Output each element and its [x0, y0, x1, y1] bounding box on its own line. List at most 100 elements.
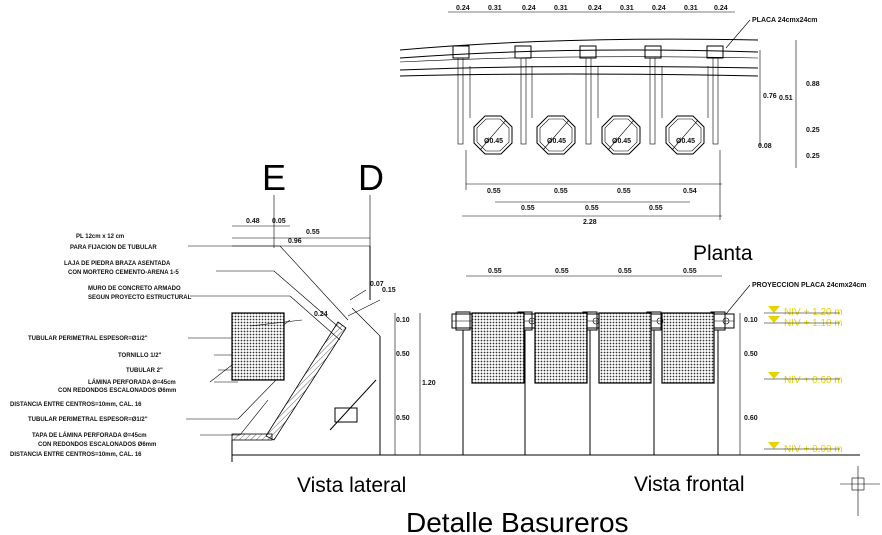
projection-label: PROYECCION PLACA 24cmx24cm [752, 282, 867, 289]
level-marker-icon [768, 442, 780, 449]
note-text: DISTANCIA ENTRE CENTROS=10mm, CAL. 16 [10, 402, 142, 408]
planta-top-dim: 0.24 [522, 5, 536, 12]
bin-front-4 [661, 312, 715, 384]
crosshair-icon [840, 466, 880, 516]
planta-bins: Ø0.45 Ø0.45 Ø0.45 Ø0.45 [473, 115, 705, 155]
frontal-top-dim: 0.55 [488, 268, 502, 275]
note-text: TUBULAR 2" [126, 368, 163, 374]
bin-diameter-label: Ø0.45 [612, 138, 631, 145]
lateral-top-dim: 0.55 [306, 229, 320, 236]
planta-bottom-dim: 0.55 [521, 205, 535, 212]
planta-view: 0.24 0.31 0.24 0.31 0.24 0.31 0.24 0.31 … [399, 5, 820, 265]
note-text: PARA FIJACION DE TUBULAR [70, 245, 157, 251]
level-marker-icon [768, 372, 780, 379]
level-label: NIV + 0.60 m [784, 375, 843, 386]
frontal-bins [471, 312, 730, 384]
section-d-label: D [358, 157, 384, 198]
lateral-height-dim: 1.20 [422, 380, 436, 387]
planta-title: Planta [693, 242, 753, 265]
vista-lateral-view: 0.48 0.05 0.55 0.96 PL 12cm x 12 cm PARA… [10, 218, 436, 462]
lateral-top-dim: 0.96 [288, 238, 302, 245]
lateral-height-dim: 0.10 [396, 317, 410, 324]
bin-top-3: Ø0.45 [601, 115, 641, 155]
frontal-top-dim: 0.55 [683, 268, 697, 275]
frontal-height-dim: 0.10 [744, 317, 758, 324]
bin-front-1 [471, 312, 525, 384]
vista-frontal-view: 0.55 0.55 0.55 0.55 PROYECCION PLACA 24c… [232, 268, 867, 456]
vista-lateral-title: Vista lateral [297, 474, 406, 497]
planta-top-dim: 0.31 [488, 5, 502, 12]
note-text: SEGUN PROYECTO ESTRUCTURAL [88, 295, 192, 301]
planta-top-dim: 0.31 [684, 5, 698, 12]
planta-total-dim: 2.28 [583, 219, 597, 226]
lateral-bin-mesh [231, 312, 285, 381]
lateral-top-dim: 0.48 [246, 218, 260, 225]
section-e-label: E [262, 157, 286, 198]
lateral-notes: PL 12cm x 12 cm PARA FIJACION DE TUBULAR… [10, 234, 192, 458]
slope-dim: 0.24 [314, 311, 328, 318]
note-text: CON REDONDOS ESCALONADOS Ø6mm [58, 388, 176, 394]
note-text: TUBULAR PERIMETRAL ESPESOR=Ø1/2" [28, 417, 148, 423]
frontal-top-dim: 0.55 [555, 268, 569, 275]
planta-top-dim: 0.24 [456, 5, 470, 12]
planta-bottom-dim: 0.55 [487, 188, 501, 195]
bin-diameter-label: Ø0.45 [676, 138, 695, 145]
bin-diameter-label: Ø0.45 [484, 138, 503, 145]
note-text: TAPA DE LÁMINA PERFORADA Ø=45cm [32, 432, 147, 439]
planta-plates [452, 45, 724, 59]
slope-dim: 0.15 [382, 287, 396, 294]
frontal-top-dim: 0.55 [618, 268, 632, 275]
note-text: PL 12cm x 12 cm [76, 234, 124, 240]
planta-right-dim: 0.51 [779, 95, 793, 102]
note-text: LÁMINA PERFORADA Ø=45cm [88, 379, 176, 386]
planta-top-dim: 0.31 [620, 5, 634, 12]
planta-top-dim: 0.31 [554, 5, 568, 12]
bin-top-1: Ø0.45 [473, 115, 513, 155]
planta-top-dims: 0.24 0.31 0.24 0.31 0.24 0.31 0.24 0.31 … [456, 5, 728, 12]
plate-label: PLACA 24cmx24cm [752, 17, 818, 24]
frontal-height-dim: 0.50 [744, 351, 758, 358]
level-markers: NIV + 1.20 m NIV + 1.10 m NIV + 0.60 m N… [764, 306, 843, 455]
bin-top-4: Ø0.45 [665, 115, 705, 155]
vista-frontal-title: Vista frontal [634, 473, 745, 496]
bin-front-2 [534, 312, 588, 384]
planta-small-dim: 0.08 [758, 143, 772, 150]
frontal-posts [462, 330, 719, 455]
planta-posts [457, 57, 719, 145]
planta-bottom-dim: 0.55 [617, 188, 631, 195]
bin-top-2: Ø0.45 [536, 115, 576, 155]
level-marker-icon [768, 306, 780, 313]
lateral-wall [329, 246, 381, 455]
main-title: Detalle Basureros [406, 507, 629, 535]
level-label: NIV + 0.00 m [784, 444, 843, 455]
slope-dim: 0.07 [370, 281, 384, 288]
bin-diameter-label: Ø0.45 [547, 138, 566, 145]
lateral-base [231, 433, 273, 441]
lateral-post [265, 321, 347, 441]
level-label: NIV + 1.20 m [784, 307, 843, 318]
planta-bottom-dim: 0.55 [649, 205, 663, 212]
planta-top-dim: 0.24 [588, 5, 602, 12]
lateral-top-dim: 0.05 [272, 218, 286, 225]
planta-bottom-dim: 0.55 [585, 205, 599, 212]
note-text: TUBULAR PERIMETRAL ESPESOR=Ø1/2" [28, 336, 148, 342]
note-text: CON MORTERO CEMENTO-ARENA 1-5 [68, 270, 179, 276]
planta-bottom-dim: 0.55 [554, 188, 568, 195]
level-marker-icon [768, 316, 780, 323]
level-label: NIV + 1.10 m [784, 318, 843, 329]
planta-bottom-dim: 0.54 [683, 188, 697, 195]
note-text: MURO DE CONCRETO ARMADO [88, 286, 181, 292]
planta-right-dim: 0.88 [806, 81, 820, 88]
planta-right-dim: 0.25 [806, 127, 820, 134]
note-text: CON REDONDOS ESCALONADOS Ø6mm [38, 442, 156, 448]
note-text: DISTANCIA ENTRE CENTROS=10mm, CAL. 16 [10, 452, 142, 458]
frontal-height-dim: 0.60 [744, 415, 758, 422]
planta-top-dim: 0.24 [714, 5, 728, 12]
note-text: LAJA DE PIEDRA BRAZA ASENTADA [64, 261, 171, 267]
bin-front-3 [598, 312, 652, 384]
lateral-height-dim: 0.50 [396, 351, 410, 358]
planta-right-dim: 0.25 [806, 153, 820, 160]
lateral-height-dim: 0.50 [396, 415, 410, 422]
note-text: TORNILLO 1/2" [118, 353, 162, 359]
